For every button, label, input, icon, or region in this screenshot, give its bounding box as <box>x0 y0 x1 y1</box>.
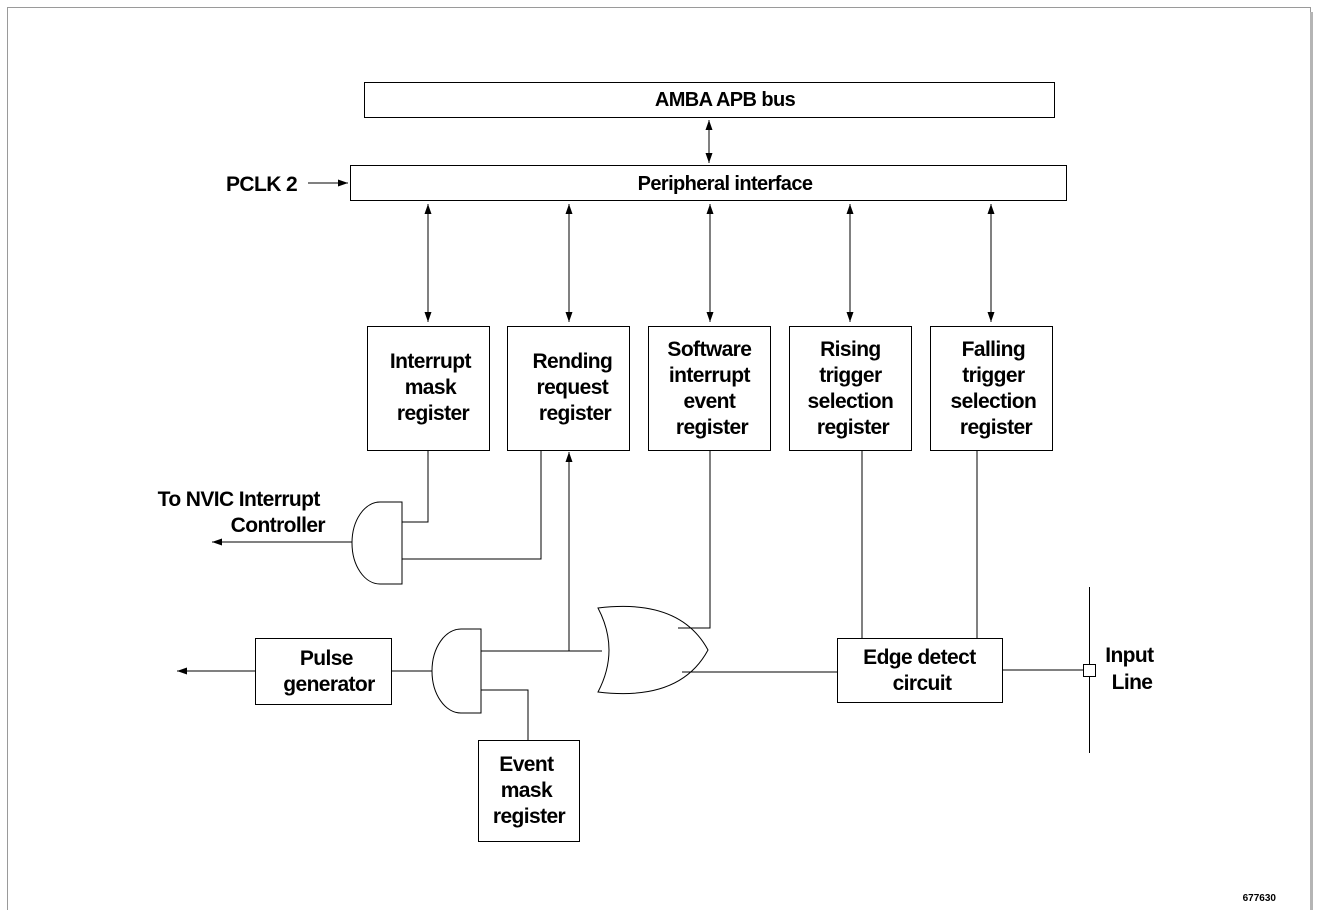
interrupt-mask-register-box <box>367 326 490 451</box>
falling-trigger-selection-register-box <box>930 326 1053 451</box>
rising-trigger-selection-register-label: Rising trigger selection register <box>808 338 899 439</box>
software-interrupt-event-register-box <box>648 326 771 451</box>
figure-frame <box>7 7 1311 910</box>
software-interrupt-event-register-label: Software interrupt event register <box>667 338 756 439</box>
pending-request-register-box <box>507 326 630 451</box>
peripheral-interface-box <box>350 165 1067 201</box>
event-mask-to-and-wire <box>481 689 529 740</box>
amba-apb-bus-label: AMBA APB bus <box>655 89 796 111</box>
figure-id-label: 677630 <box>1243 893 1277 904</box>
amba-apb-bus-box <box>364 82 1055 118</box>
interrupt-mask-register-label: Interrupt mask register <box>390 350 476 425</box>
or-gate <box>597 605 709 695</box>
pclk2-label: PCLK 2 <box>226 173 297 196</box>
pending-request-register-label: Rending request register <box>532 350 617 425</box>
event-mask-register-box <box>478 740 580 842</box>
event-mask-register-label: Event mask register <box>493 753 566 828</box>
nvic-and-gate <box>351 501 403 585</box>
software-event-to-or-wire <box>678 451 711 629</box>
falling-trigger-selection-register-label: Falling trigger selection register <box>951 338 1042 439</box>
interrupt-mask-to-and-wire <box>402 451 429 523</box>
rising-trigger-selection-register-box <box>789 326 912 451</box>
event-and-gate <box>431 628 482 714</box>
pulse-generator-label: Pulse generator <box>283 647 375 696</box>
pulse-generator-box <box>255 638 392 705</box>
edge-detect-circuit-label: Edge detect circuit <box>863 646 981 695</box>
pending-request-to-and-wire <box>402 451 542 560</box>
input-line-terminal <box>1083 664 1096 677</box>
nvic-output-label: To NVIC Interrupt Controller <box>158 488 326 537</box>
input-line-label: Input Line <box>1105 644 1159 694</box>
edge-detect-circuit-box <box>837 638 1003 703</box>
peripheral-interface-label: Peripheral interface <box>638 173 813 195</box>
